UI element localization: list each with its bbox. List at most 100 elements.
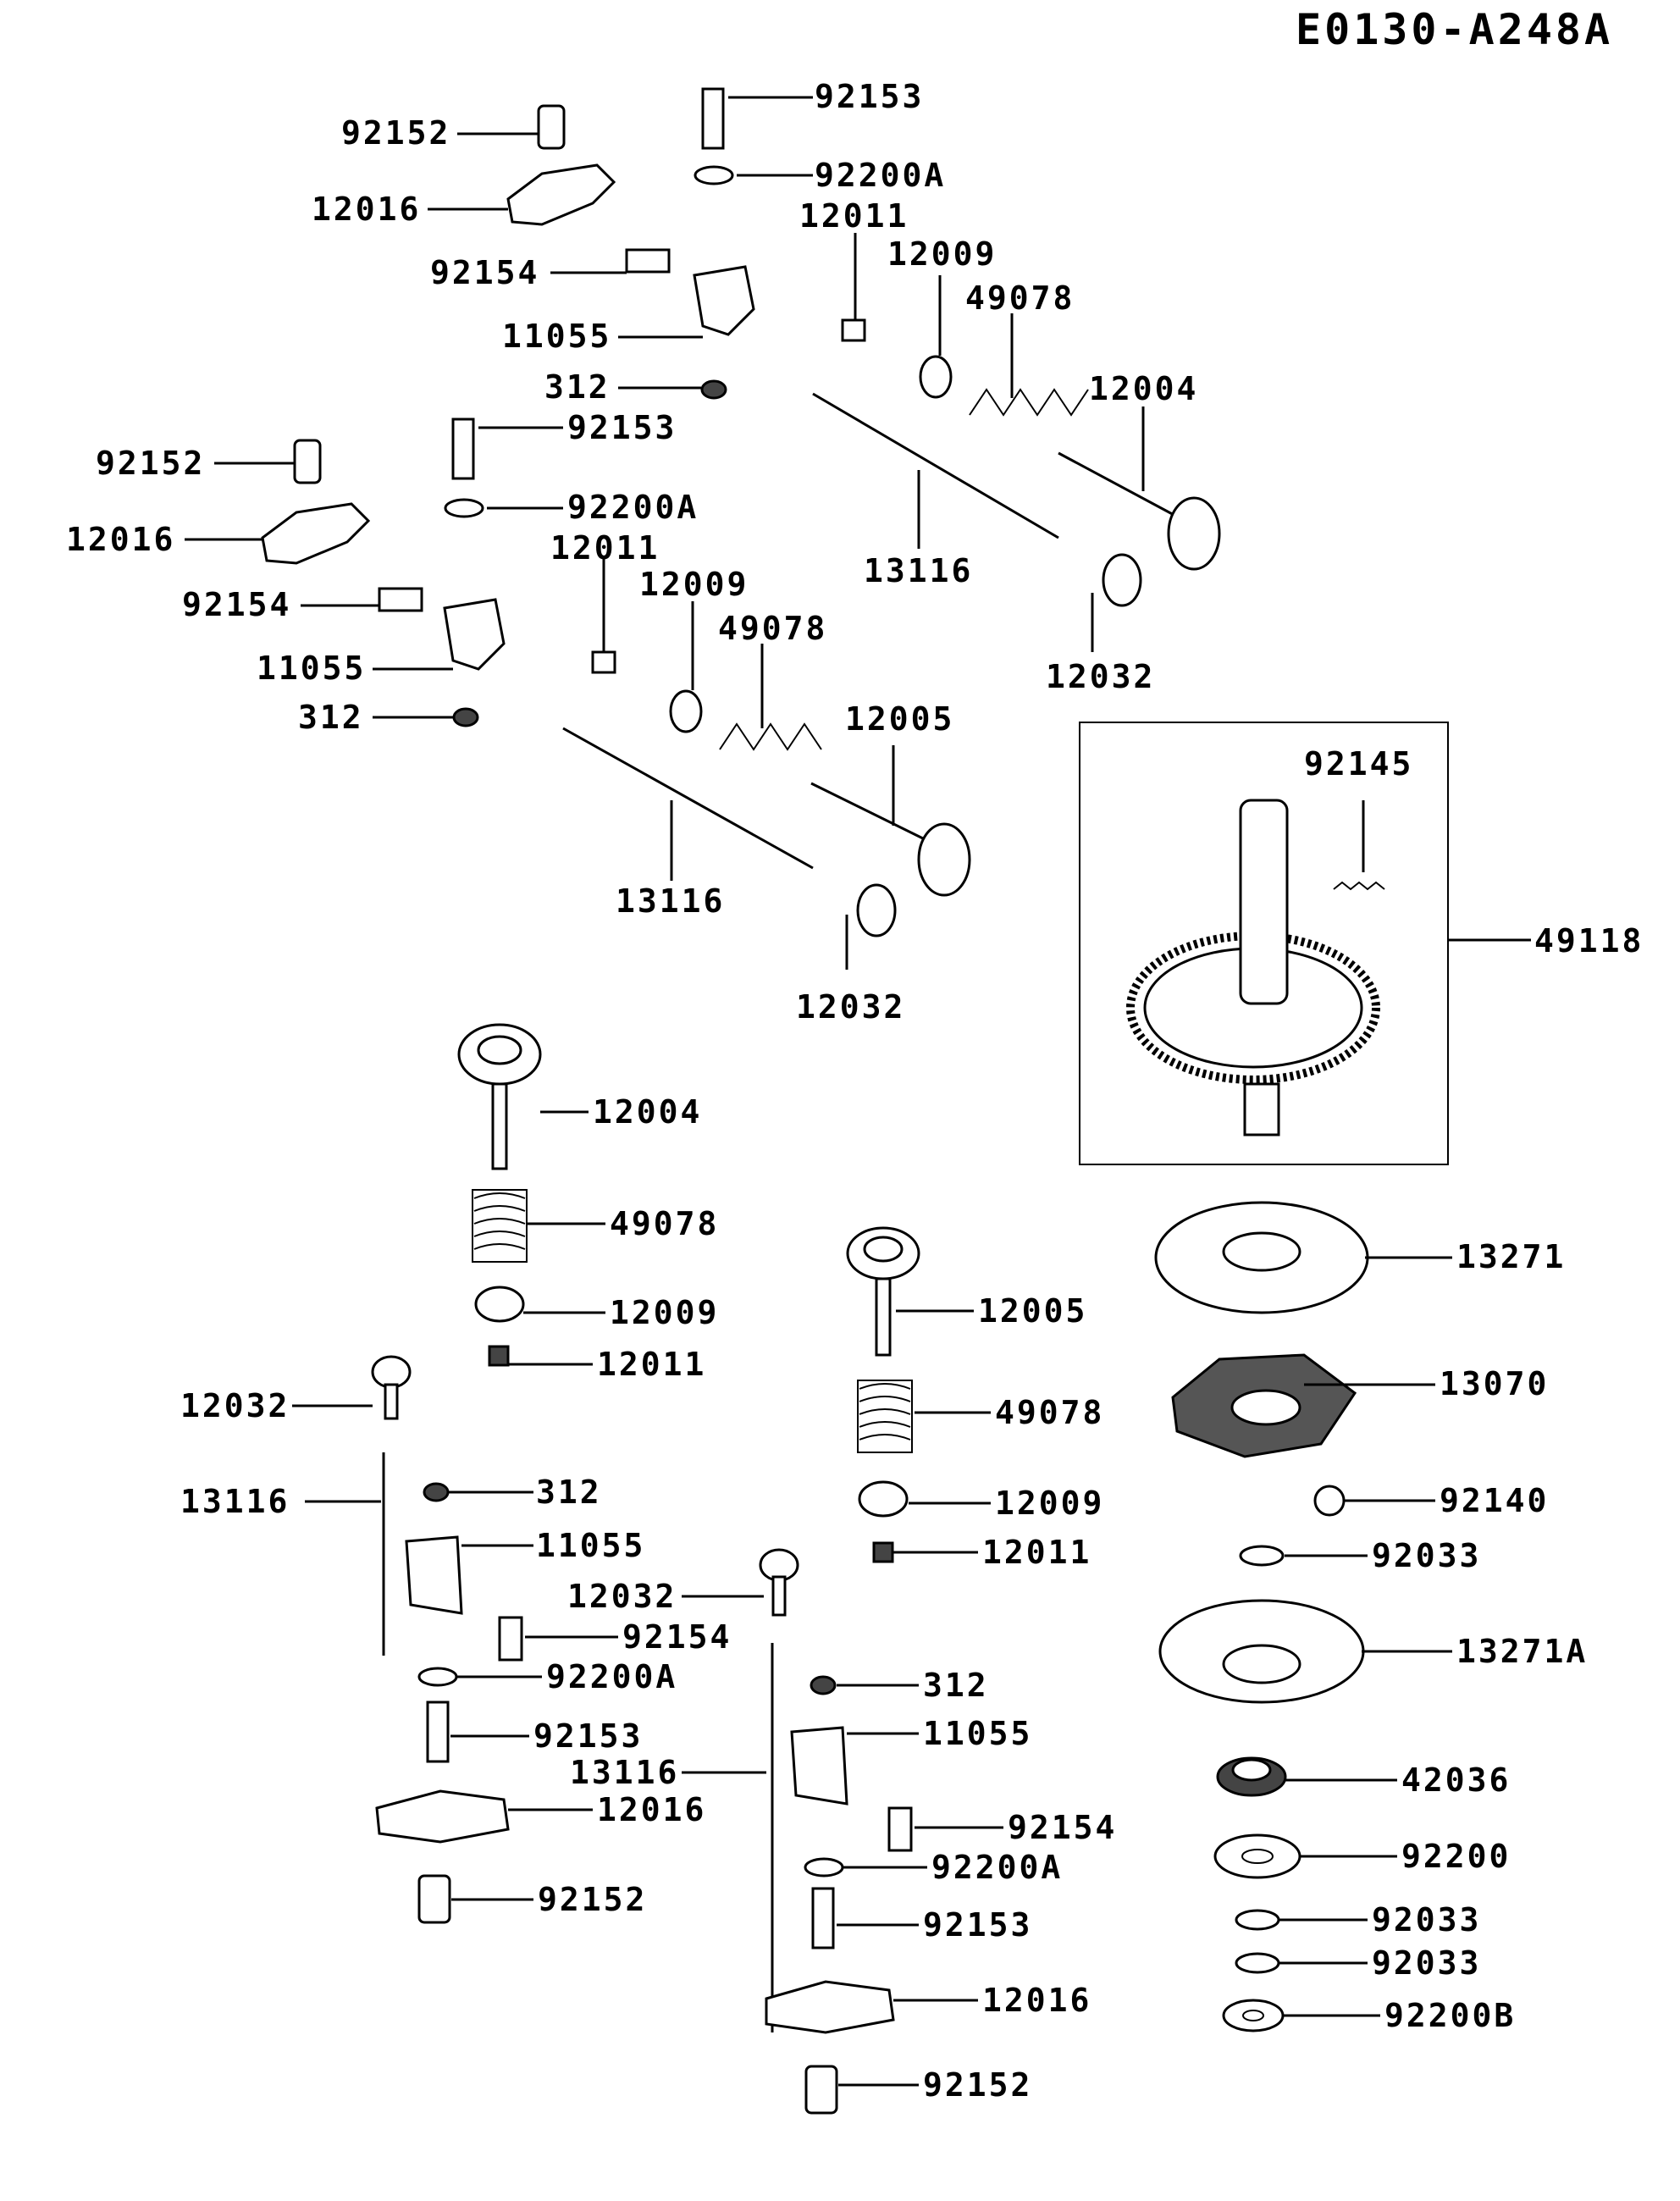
valve-stem-part [810,782,932,844]
pivot-bolt-part [426,1701,450,1763]
label-12009: 12009 [610,1294,719,1331]
guide-plate-part [405,1535,463,1615]
collar-part [417,1874,451,1924]
label-12011: 12011 [550,529,660,567]
label-92153: 92153 [567,409,677,446]
label-12009: 12009 [995,1485,1104,1522]
valve-stem-part [875,1277,892,1357]
label-312: 312 [544,368,611,406]
pivot-bolt-part [811,1887,835,1949]
label-13070: 13070 [1440,1365,1549,1402]
label-42036: 42036 [1401,1761,1511,1799]
label-12004: 12004 [593,1093,702,1131]
label-92200A: 92200A [815,157,946,194]
valve-stem-part [491,1082,508,1170]
collar-part [293,439,322,484]
valve-spring-part [473,1192,526,1250]
valve-spring-part [859,1383,911,1441]
label-92153: 92153 [923,1906,1032,1944]
tappet-stem [771,1575,787,1617]
camshaft-part [1239,799,1289,1005]
circlip-part [1235,1952,1280,1974]
tappet-part [856,883,897,937]
label-12016: 12016 [312,191,421,228]
governor-plate-hole [1222,1231,1301,1272]
camshaft-assembly: 92145 49118 [1079,722,1641,1165]
label-92154: 92154 [182,586,291,623]
label-13271A: 13271A [1456,1633,1588,1670]
upper-valve-assembly-b: 92152 12016 92153 92200A 12011 12009 921… [66,409,971,1026]
rocker-arm-part [506,163,616,226]
label-12005: 12005 [978,1292,1087,1330]
label-92033: 92033 [1372,1901,1481,1938]
seal-part [474,1286,525,1323]
bolt-part [378,587,423,612]
governor-spring-part [1333,881,1385,891]
lower-valve-assembly-d: 12004 49078 12009 12011 12032 13116 312 … [180,1023,732,1924]
governor-gear-hub [1231,1758,1272,1782]
cotter-part [488,1345,510,1367]
label-12032: 12032 [180,1387,290,1424]
seal-part [858,1480,909,1518]
label-92153: 92153 [815,78,924,115]
label-11055: 11055 [257,650,366,687]
label-92152: 92152 [538,1881,647,1918]
label-12009: 12009 [639,566,749,603]
label-92152: 92152 [96,445,205,482]
label-49078: 49078 [610,1205,719,1242]
valve-spring-part [719,722,822,751]
label-12032: 12032 [796,988,905,1026]
nut-part [452,707,479,727]
upper-valve-assembly-a: 92152 12016 92153 92200A 12011 12009 921… [312,78,1221,695]
label-12016: 12016 [597,1791,706,1828]
label-12011: 12011 [799,197,909,235]
label-92200A: 92200A [546,1658,677,1695]
label-92145: 92145 [1304,745,1413,783]
label-49078: 49078 [718,610,827,647]
label-92152: 92152 [341,114,450,152]
push-rod-part [812,392,1059,539]
valve-head-part [917,822,971,897]
label-92033: 92033 [1372,1944,1481,1982]
label-49078: 49078 [965,279,1075,317]
nut-part [423,1482,450,1502]
tappet-part [371,1355,412,1389]
washer-92200b-hole [1242,2010,1264,2021]
cotter-part [872,1541,894,1563]
lower-valve-assembly-e: 12005 49078 12009 12011 12032 312 11055 … [567,1226,1117,2115]
bolt-part [887,1806,913,1852]
label-92154: 92154 [1008,1809,1117,1846]
label-92033: 92033 [1372,1537,1481,1574]
label-92152: 92152 [923,2066,1032,2104]
label-92200: 92200 [1401,1838,1511,1875]
label-13116: 13116 [616,882,725,920]
label-12005: 12005 [845,700,954,738]
circlip-part [1235,1909,1280,1931]
circlip-part [1239,1545,1285,1567]
governor-assembly: 13271 13070 92140 92033 13271A 42036 922… [1154,1201,1588,2034]
label-92154: 92154 [622,1618,732,1656]
label-92200B: 92200B [1384,1997,1516,2034]
washer-part [804,1857,844,1877]
diagram-code: E0130-A248A [1296,5,1613,54]
label-11055: 11055 [536,1527,645,1564]
label-92153: 92153 [533,1717,643,1755]
valve-spring-outline [857,1380,913,1453]
guide-plate-part [790,1726,848,1806]
cotter-part [591,650,616,674]
label-12016: 12016 [66,521,175,558]
seal-part [669,689,703,733]
flyweight-holder-hub [1230,1389,1301,1426]
label-11055: 11055 [923,1715,1032,1752]
valve-spring-part [969,388,1089,417]
valve-spring-outline [472,1189,528,1263]
guide-plate-part [443,598,506,671]
washer-92200-part [1213,1833,1301,1879]
camshaft-frame [1079,722,1449,1165]
pivot-bolt-part [451,418,475,480]
label-13116: 13116 [180,1483,290,1520]
label-12004: 12004 [1089,370,1198,407]
steel-ball-part [1313,1485,1346,1517]
washer-part [694,165,734,185]
